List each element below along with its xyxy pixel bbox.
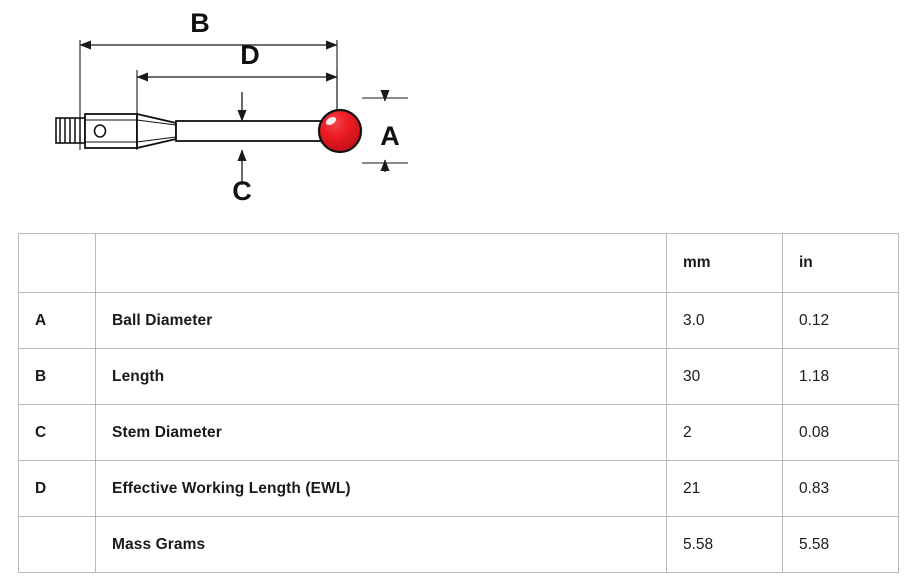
- hex-body: [84, 113, 138, 149]
- header-in-cell: in: [782, 233, 899, 293]
- table-row: A Ball Diameter 3.0 0.12: [18, 292, 899, 349]
- row-value-mm: 21: [666, 460, 783, 517]
- row-letter: B: [18, 348, 96, 405]
- row-value-in: 1.18: [782, 348, 899, 405]
- row-value-mm: 2: [666, 404, 783, 461]
- row-description: Ball Diameter: [95, 292, 667, 349]
- dimension-b-label: B: [190, 8, 210, 38]
- tapered-neck: [136, 112, 177, 150]
- ball-highlight: [325, 117, 337, 125]
- row-value-in: 0.83: [782, 460, 899, 517]
- row-description: Effective Working Length (EWL): [95, 460, 667, 517]
- dimension-d-label: D: [240, 40, 260, 70]
- header-letter-cell: [18, 233, 96, 293]
- row-value-mm: 5.58: [666, 516, 783, 573]
- ruby-ball: [317, 108, 363, 154]
- threaded-shank: [55, 117, 86, 144]
- row-letter: D: [18, 460, 96, 517]
- row-letter: [18, 516, 96, 573]
- dimension-c-label: C: [232, 176, 252, 206]
- header-description-cell: [95, 233, 667, 293]
- dimension-c: C: [232, 92, 252, 206]
- probe-dimension-diagram: B D C A: [0, 0, 460, 225]
- row-letter: C: [18, 404, 96, 461]
- table-row: B Length 30 1.18: [18, 348, 899, 405]
- dimension-a-label: A: [380, 121, 400, 151]
- table-row: D Effective Working Length (EWL) 21 0.83: [18, 460, 899, 517]
- stylus-body: [55, 108, 363, 154]
- specification-table-container: mm in A Ball Diameter 3.0 0.12 B Length …: [18, 233, 899, 573]
- table-row: Mass Grams 5.58 5.58: [18, 516, 899, 573]
- table-header-row: mm in: [18, 233, 899, 293]
- row-value-in: 0.12: [782, 292, 899, 349]
- row-description: Stem Diameter: [95, 404, 667, 461]
- row-description: Length: [95, 348, 667, 405]
- row-value-in: 0.08: [782, 404, 899, 461]
- row-value-mm: 3.0: [666, 292, 783, 349]
- stem: [175, 120, 325, 142]
- header-mm-cell: mm: [666, 233, 783, 293]
- dimension-b: B: [79, 8, 338, 50]
- specification-table: mm in A Ball Diameter 3.0 0.12 B Length …: [18, 233, 899, 573]
- row-value-in: 5.58: [782, 516, 899, 573]
- row-description: Mass Grams: [95, 516, 667, 573]
- dimension-a: A: [380, 89, 400, 172]
- table-row: C Stem Diameter 2 0.08: [18, 404, 899, 461]
- dimension-d: D: [136, 40, 338, 82]
- stem-shaft: [175, 120, 325, 142]
- cross-hole: [93, 124, 107, 138]
- row-letter: A: [18, 292, 96, 349]
- row-value-mm: 30: [666, 348, 783, 405]
